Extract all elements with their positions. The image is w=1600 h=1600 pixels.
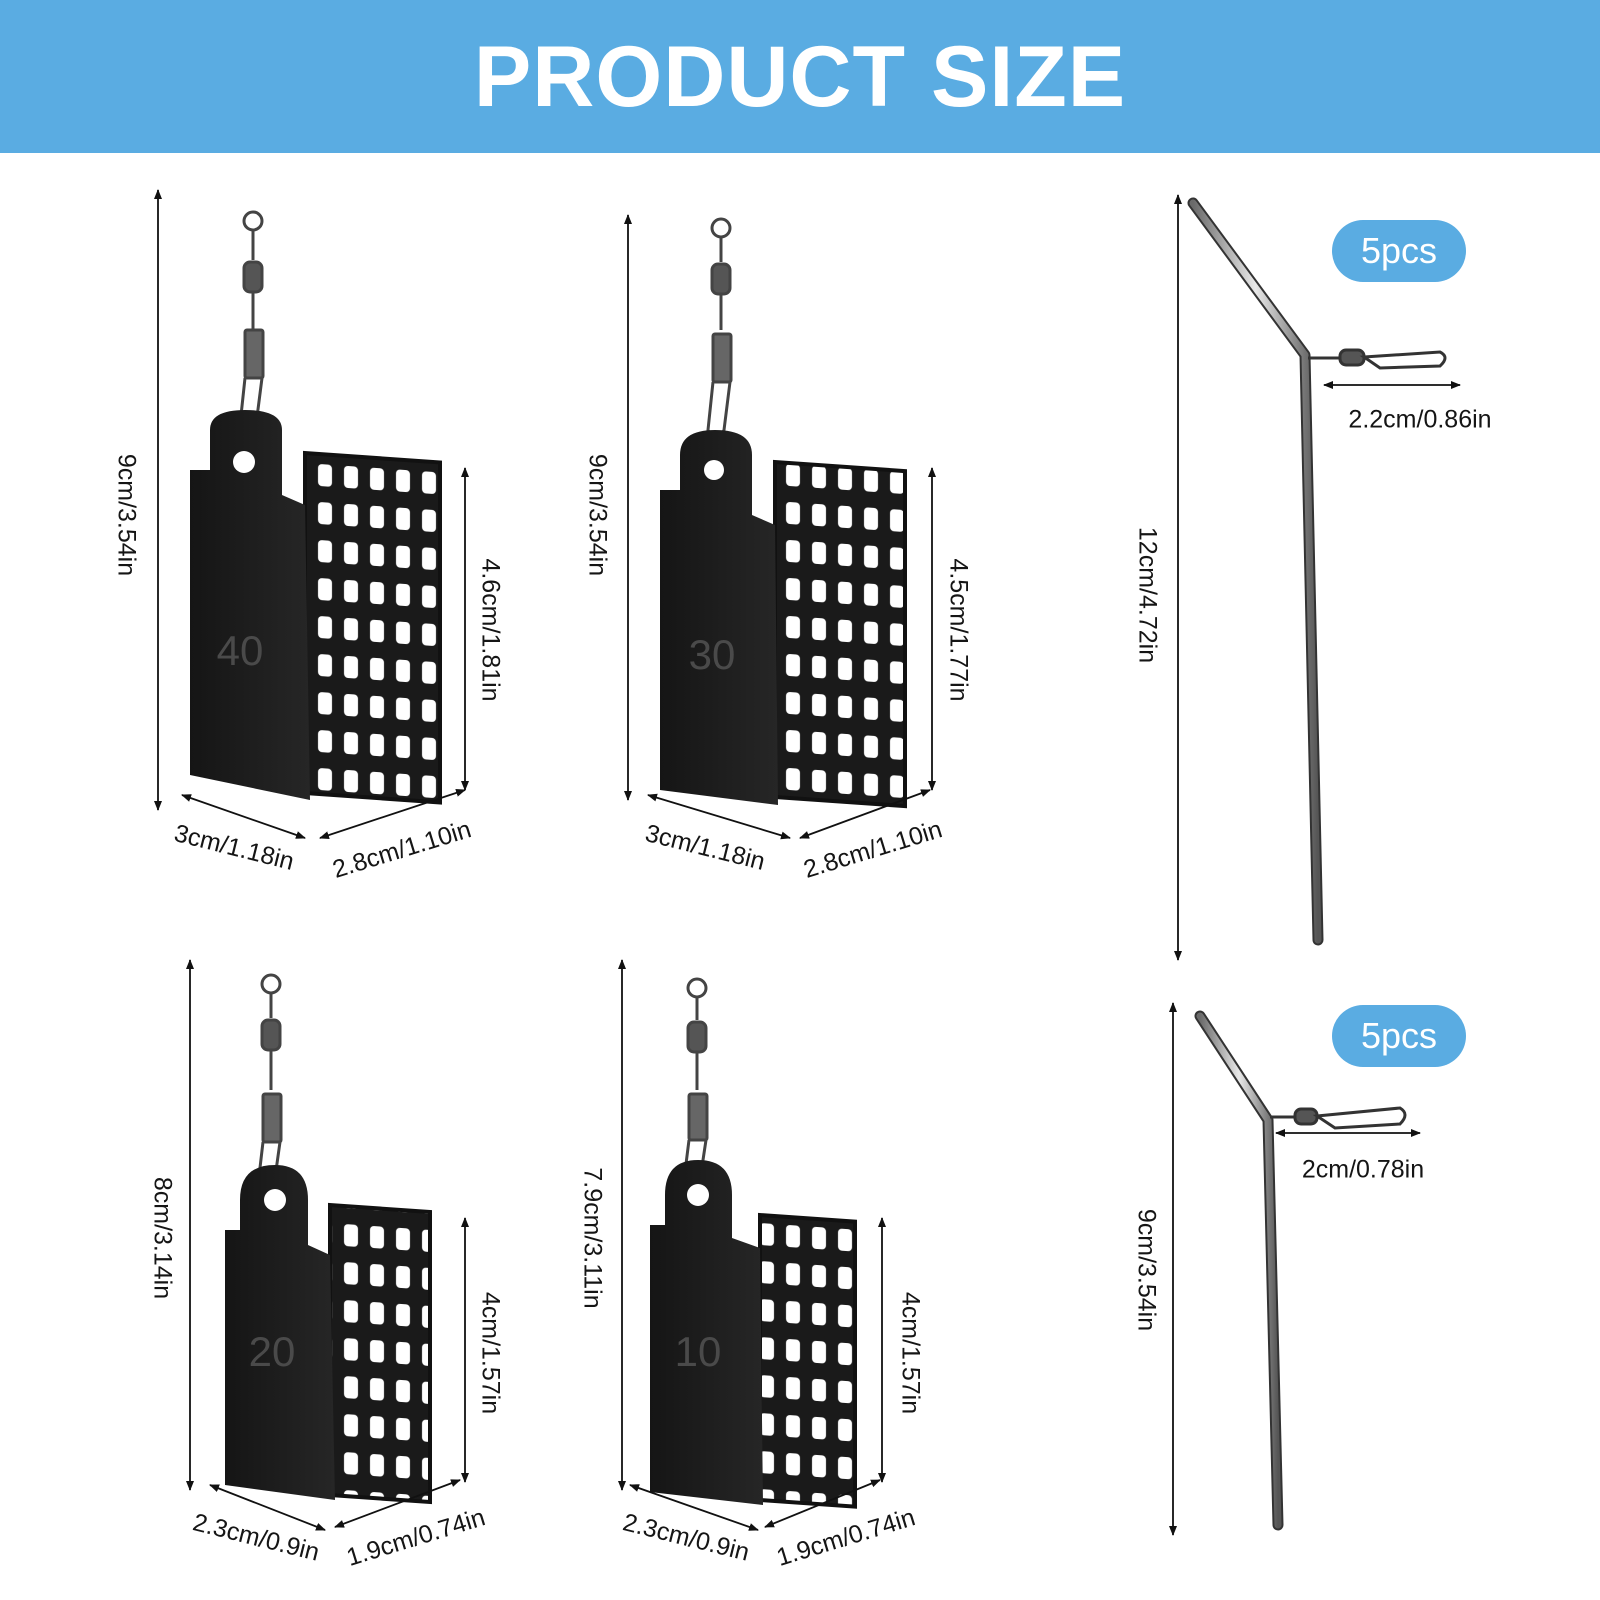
cage-height-label: 4cm/1.57in — [476, 1291, 505, 1415]
boom-arm-label: 2.2cm/0.86in — [1348, 405, 1492, 434]
anti-tangle-boom-12cm — [1187, 197, 1447, 946]
cage-height-label: 4cm/1.57in — [896, 1291, 925, 1415]
swivel-clip — [238, 210, 265, 434]
feeder-height-label: 7.9cm/3.11in — [578, 1167, 607, 1309]
feeder-height-label: 9cm/3.54in — [112, 453, 141, 577]
snap-swivel — [1270, 1106, 1407, 1130]
swivel-clip — [256, 973, 283, 1194]
page-title: PRODUCT SIZE — [473, 29, 1127, 125]
boom-arm-label: 2cm/0.78in — [1301, 1155, 1425, 1184]
snap-swivel — [1308, 348, 1447, 370]
feeder-30 — [660, 217, 907, 809]
swivel-clip — [706, 217, 733, 440]
boom-length-label: 12cm/4.72in — [1133, 526, 1162, 664]
anti-tangle-boom-9cm — [1194, 1010, 1407, 1531]
cage-height-label: 4.6cm/1.81in — [476, 558, 505, 702]
quantity-badge: 5pcs — [1332, 220, 1466, 282]
feeder-10 — [650, 977, 857, 1509]
cage-height-label: 4.5cm/1.77in — [944, 558, 973, 702]
feeder-height-label: 8cm/3.14in — [148, 1176, 177, 1300]
feeder-20 — [225, 973, 432, 1505]
feeder-40 — [190, 210, 442, 805]
swivel-clip — [682, 977, 709, 1190]
feeder-weight-label: 40 — [216, 627, 264, 674]
boom-length-label: 9cm/3.54in — [1132, 1208, 1161, 1332]
feeder-weight-label: 10 — [674, 1328, 722, 1375]
feeder-weight-label: 20 — [248, 1328, 296, 1375]
header-banner: PRODUCT SIZE — [0, 0, 1600, 153]
feeder-height-label: 9cm/3.54in — [583, 453, 612, 577]
quantity-badge: 5pcs — [1332, 1005, 1466, 1067]
dimension-lines — [154, 189, 1461, 1536]
feeder-weight-label: 30 — [688, 631, 736, 678]
